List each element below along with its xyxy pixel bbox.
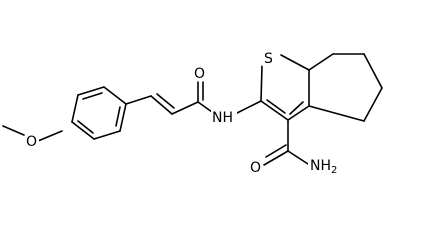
benzene-bond-3 xyxy=(103,86,127,105)
vinyl-double-bond xyxy=(150,95,173,115)
benzene-bond-5 xyxy=(93,130,121,140)
amide-nh-label: NH xyxy=(212,110,233,126)
thiophene-c3a-c3-double-inner xyxy=(289,101,304,115)
methoxy-oxygen-bond xyxy=(37,130,63,142)
nh-thiophene-bond xyxy=(236,100,262,114)
aryl-vinyl-bond xyxy=(125,95,152,105)
carboxamide-cn-bond xyxy=(287,150,309,165)
carboxamide-oxygen-label: O xyxy=(250,160,261,175)
thiophene-c3a-c3-bond xyxy=(287,105,310,121)
carboxamide-group xyxy=(263,119,309,166)
carbonyl-oxygen-label: O xyxy=(194,66,205,82)
benzene-bond-2 xyxy=(77,86,105,96)
benzene-bond-1 xyxy=(71,94,79,123)
cyclohexene-ring xyxy=(308,53,383,122)
thiophene-s-c7a-bond xyxy=(280,54,310,71)
methoxy-group xyxy=(2,125,63,142)
amide-n-bond xyxy=(197,101,213,113)
benzene-bond-4 xyxy=(119,103,127,132)
benzene-ring xyxy=(71,86,127,140)
molecule-structure: O O NH S O NH2 xyxy=(2,50,383,175)
cyclohexene-bond-5 xyxy=(308,105,365,122)
thiophene-sulfur-label: S xyxy=(264,51,273,67)
atom-labels: O O NH S O NH2 xyxy=(25,50,342,175)
cyclohexene-bond-3 xyxy=(363,53,383,89)
methoxy-oxygen-label: O xyxy=(26,134,37,150)
carboxamide-subscript-2: 2 xyxy=(331,165,337,175)
benzene-bond-6 xyxy=(71,121,95,140)
carboxamide-nh2-label: NH2 xyxy=(310,158,337,175)
methyl-bond xyxy=(2,125,25,136)
thiophene-c3-c2-bond xyxy=(260,100,289,121)
cyclohexene-bond-1 xyxy=(308,53,334,71)
benzene-inner-bond-2 xyxy=(115,106,121,127)
thiophene-ring xyxy=(260,54,310,121)
thiophene-c2-s-bond xyxy=(260,65,263,102)
vinyl-carbonyl-bond xyxy=(171,101,199,115)
structure-canvas: O O NH S O NH2 xyxy=(2,50,383,175)
carboxamide-co-bond-1 xyxy=(263,150,289,166)
cyclohexene-bond-4 xyxy=(363,87,383,122)
carboxamide-nh-text: NH xyxy=(310,158,331,174)
benzene-inner-bond-3 xyxy=(77,120,94,134)
propenamide-chain xyxy=(125,81,262,115)
carboxamide-co-bond-2 xyxy=(265,144,287,158)
vinyl-double-bond-inner xyxy=(156,93,175,109)
thiophene-c2-c3-inner xyxy=(266,99,286,114)
benzene-inner-bond-1 xyxy=(82,92,103,100)
